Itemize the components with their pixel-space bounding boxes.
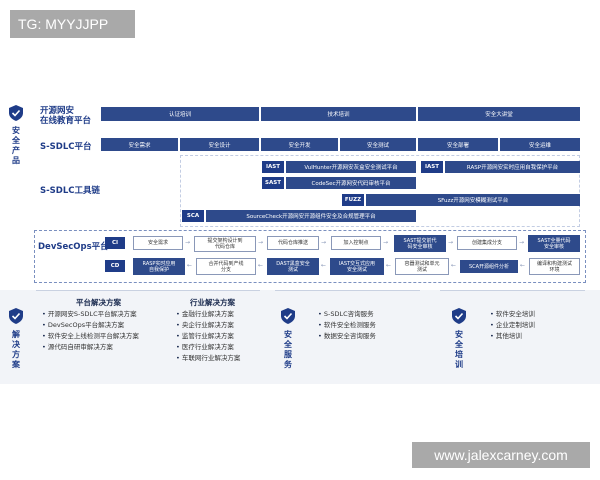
watermark-top: TG: MYYJJPP [10,10,135,38]
toolchain-item-sourcecheck: SourceCheck开源网安开源组件安全及合规管理平台 [206,210,416,222]
security-training-list: 软件安全培训 企业定制培训 其他培训 [490,309,535,342]
ci-step-7: SAST全量代码 安全审核 [528,235,580,252]
industry-solution-item: 医疗行业解决方案 [176,342,240,353]
watermark-bottom: www.jalexcarney.com [412,442,590,468]
platform-solutions-heading: 平台解决方案 [76,298,121,307]
ci-step-4: 加入控制点 [331,236,381,250]
divider [275,290,420,291]
section-label-training: 安全培训 [454,330,464,370]
section-label-training-text: 安全培训 [455,330,463,369]
platform-solution-item: 源代码自研审解决方案 [42,342,139,353]
cd-step-2: 合并代码到产线 分支 [196,258,256,275]
shield-icon [452,308,466,324]
platform-solution-item: DevSecOps平台解决方案 [42,320,139,331]
toolchain-label: S-SDLC工具链 [40,186,100,196]
arrow-icon: → [519,239,525,246]
cd-step-7: 编译和构建测试 环境 [529,258,580,275]
toolchain-item-codesec: CodeSec开源网安代码审核平台 [286,177,416,189]
security-service-item: 数据安全咨询服务 [318,331,376,342]
toolchain-tag-iast-2: IAST [421,161,443,173]
devsecops-label: DevSecOps平台 [38,242,109,252]
cd-step-5: 容器测试和单元 测试 [395,258,449,275]
industry-solutions-list: 金融行业解决方案 央企行业解决方案 监管行业解决方案 医疗行业解决方案 车联网行… [176,309,241,364]
arrow-icon: → [185,239,191,246]
arrow-icon: ← [321,262,327,269]
platform-solution-item: 开源网安S-SDLC平台解决方案 [42,309,139,320]
ci-step-3: 代码仓库推送 [267,236,319,250]
devsecops-frame [34,230,586,283]
shield-icon [281,308,295,324]
platform-solution-item: 软件安全上线检测平台解决方案 [42,331,139,342]
security-service-item: S-SDLC咨询服务 [318,309,376,320]
toolchain-tag-sca: SCA [182,210,204,222]
cd-step-4: IAST交互式应用 安全测试 [330,258,384,275]
devsecops-cd-tag: CD [105,260,125,272]
arrow-icon: ← [187,262,193,269]
arrow-icon: → [383,239,389,246]
industry-solution-item: 金融行业解决方案 [176,309,240,320]
sdlc-bar-3: 安全开发 [261,138,338,151]
sdlc-bar-6: 安全运维 [500,138,580,151]
section-label-services: 安全服务 [283,330,293,370]
devsecops-ci-tag: CI [105,237,125,249]
industry-solutions-heading: 行业解决方案 [190,298,235,307]
ci-step-1: 安全需求 [133,236,183,250]
section-label-solutions: 解决方案 [11,330,21,370]
divider [440,290,585,291]
security-service-item: 软件安全检测服务 [318,320,376,331]
sdlc-platform-label: S-SDLC平台 [40,142,92,152]
industry-solution-item: 车联网行业解决方案 [176,353,241,364]
security-training-item: 软件安全培训 [490,309,535,320]
cd-step-3: DAST黑盒安全 测试 [267,258,319,275]
section-label-products-text: 安全产品 [12,126,20,165]
toolchain-tag-fuzz: FUZZ [342,194,364,206]
section-label-services-text: 安全服务 [284,330,292,369]
toolchain-item-rasp: RASP开源网安实时应用自我保护平台 [445,161,580,173]
toolchain-tag-iast-1: IAST [262,161,284,173]
education-bar-3: 安全大讲堂 [418,107,580,121]
toolchain-frame [180,155,580,227]
cd-step-1: RASP实时应用 自我保护 [133,258,185,275]
sdlc-bar-4: 安全测试 [340,138,416,151]
toolchain-item-sfuzz: SFuzz开源网安模糊测试平台 [366,194,580,206]
ci-step-6: 创建集成分支 [457,236,517,250]
sdlc-bar-1: 安全需求 [101,138,178,151]
cd-step-6: SCA开源组件分析 [460,260,518,273]
arrow-icon: ← [258,262,264,269]
education-bar-2: 技术培训 [261,107,416,121]
arrow-icon: → [258,239,264,246]
toolchain-item-vulhunter: VulHunter开源网安灰盒安全测试平台 [286,161,416,173]
sdlc-bar-2: 安全设计 [180,138,259,151]
education-bar-1: 认证培训 [101,107,259,121]
arrow-icon: → [321,239,327,246]
arrow-icon: ← [520,262,526,269]
toolchain-tag-sast: SAST [262,177,284,189]
industry-solution-item: 央企行业解决方案 [176,320,240,331]
security-services-list: S-SDLC咨询服务 软件安全检测服务 数据安全咨询服务 [318,309,376,342]
security-training-item: 企业定制培训 [490,320,535,331]
section-label-solutions-text: 解决方案 [12,330,20,369]
sdlc-bar-5: 安全部署 [418,138,498,151]
arrow-icon: → [448,239,454,246]
platform-solutions-list: 开源网安S-SDLC平台解决方案 DevSecOps平台解决方案 软件安全上线检… [42,309,139,353]
divider [36,290,260,291]
ci-step-5: SAST提交前代 码安全审核 [394,235,446,252]
section-label-products: 安全产品 [11,126,21,166]
shield-icon [9,308,23,324]
arrow-icon: ← [451,262,457,269]
education-label: 开源网安 在线教育平台 [40,106,92,126]
arrow-icon: ← [386,262,392,269]
ci-step-2: 提交架构设计到 代码仓库 [194,236,256,252]
industry-solution-item: 监管行业解决方案 [176,331,240,342]
security-training-item: 其他培训 [490,331,535,342]
shield-icon [9,105,23,121]
